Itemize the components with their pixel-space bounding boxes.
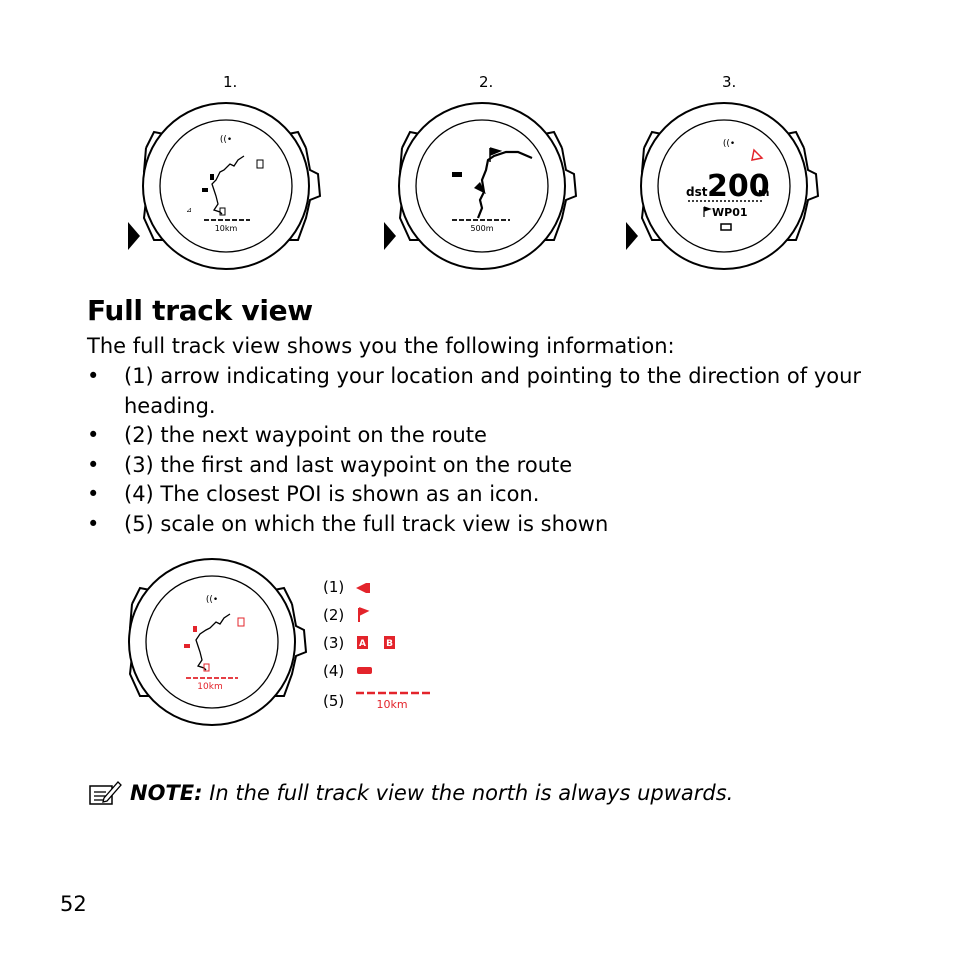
next-waypoint-flag-icon [358, 607, 370, 622]
gps-icon: ((• [206, 595, 218, 605]
waypoint-flag-icon [703, 206, 712, 217]
bullet-dot: • [87, 364, 100, 388]
track-line [476, 150, 533, 219]
scale-label: 500m [470, 224, 493, 233]
triangle-pointer-icon [626, 222, 638, 250]
poi-car-icon [452, 172, 462, 177]
step-number-3: 3. [722, 73, 737, 91]
page-number: 52 [60, 892, 87, 916]
first-waypoint-icon [357, 636, 368, 649]
last-waypoint-icon [384, 636, 395, 649]
note-body: In the full track view the north is alwa… [209, 781, 734, 805]
poi-car-icon [357, 667, 372, 674]
gps-icon: ((• [220, 135, 232, 145]
list-item: •(1) arrow indicating your location and … [87, 364, 862, 418]
first-waypoint-icon [203, 663, 210, 672]
svg-text:A: A [359, 639, 366, 649]
watch-zoomed-track-view: 500m [384, 102, 578, 270]
list-item: •(3) the first and last waypoint on the … [87, 451, 877, 481]
watch-full-track-view: ((• ⊿ 10km [128, 102, 322, 270]
note-text: NOTE: In the full track view the north i… [130, 781, 733, 805]
legend-label-4: (4) [323, 662, 345, 680]
bullet-dot: • [87, 452, 100, 477]
location-arrow-icon [474, 182, 486, 194]
bullet-dot: • [87, 423, 100, 447]
legend-label-2: (2) [323, 606, 345, 624]
next-waypoint-flag-icon [193, 626, 197, 632]
step-number-1: 1. [223, 73, 238, 91]
legend-label-5: (5) [323, 692, 345, 710]
bullet-dot: • [87, 511, 100, 536]
watch-waypoint-distance-view: ((• dst 200 m WP01 [626, 102, 820, 270]
info-list: •(1) arrow indicating your location and … [87, 362, 877, 539]
list-item: •(4) The closest POI is shown as an icon… [87, 480, 877, 510]
triangle-pointer-icon [384, 222, 396, 250]
last-waypoint-icon [256, 159, 264, 169]
intro-text: The full track view shows you the follow… [87, 334, 675, 358]
triangle-pointer-icon [128, 222, 140, 250]
note-label: NOTE: [130, 781, 203, 805]
watch-annotated-diagram: ((• 10km [128, 558, 308, 726]
battery-icon [720, 223, 732, 231]
dst-unit: m [758, 186, 769, 199]
track-line [195, 613, 231, 671]
poi-icon [184, 644, 190, 648]
section-title: Full track view [87, 294, 313, 327]
poi-icon [202, 188, 208, 192]
svg-text:B: B [386, 639, 393, 649]
bullet-dot: • [87, 482, 100, 506]
dst-label: dst [686, 185, 708, 199]
note-icon [89, 781, 122, 805]
heading-arrow-icon [751, 148, 764, 161]
last-waypoint-icon [237, 617, 245, 627]
legend-label-1: (1) [323, 578, 345, 596]
gps-icon: ((• [723, 139, 735, 149]
waypoint-flag-icon [210, 174, 214, 180]
step-number-2: 2. [479, 73, 494, 91]
legend-icons: A B 10km [356, 583, 432, 711]
scale-label: 10km [376, 698, 407, 711]
waypoint-name: WP01 [712, 206, 748, 219]
next-waypoint-flag-icon [489, 147, 503, 162]
track-line [211, 155, 245, 215]
scale-label: 10km [197, 682, 222, 692]
scale-label: 10km [215, 224, 238, 233]
arrow-location-icon: ⊿ [186, 206, 192, 214]
first-waypoint-icon [219, 207, 226, 216]
location-arrow-icon [356, 583, 370, 593]
list-item: •(2) the next waypoint on the route [87, 421, 877, 451]
legend-label-3: (3) [323, 634, 345, 652]
dst-value: 200 [707, 169, 770, 204]
list-item: •(5) scale on which the full track view … [87, 510, 877, 540]
